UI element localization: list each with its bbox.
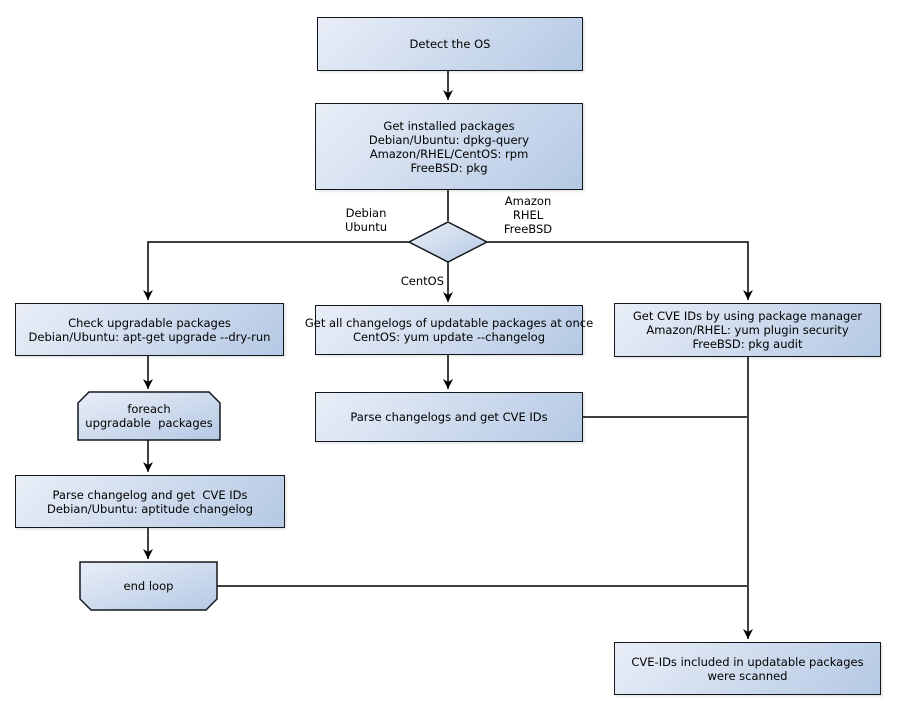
node-get-installed-packages: Get installed packages Debian/Ubuntu: dp… (315, 103, 583, 190)
edge-label-debian-ubuntu: Debian Ubuntu (344, 206, 388, 234)
node-parse-changelogs-centos: Parse changelogs and get CVE IDs (315, 392, 583, 442)
edge-label-amazon-rhel-freebsd: Amazon RHEL FreeBSD (503, 194, 553, 236)
decision-diamond-os (407, 221, 489, 263)
connector-decision-to-check-upgradable (143, 241, 409, 300)
loop-end-shape (79, 561, 218, 611)
node-get-all-changelogs-centos: Get all changelogs of updatable packages… (305, 305, 593, 355)
node-scan-result: CVE-IDs included in updatable packages w… (614, 642, 881, 695)
node-check-upgradable-packages: Check upgradable packages Debian/Ubuntu:… (15, 303, 284, 356)
node-get-cve-package-manager: Get CVE IDs by using package manager Ama… (614, 303, 881, 357)
loop-start-shape (77, 391, 221, 441)
node-detect-os: Detect the OS (317, 17, 583, 71)
node-parse-changelog-debian: Parse changelog and get CVE IDs Debian/U… (15, 475, 285, 528)
edge-label-centos: CentOS (400, 274, 444, 288)
connector-decision-to-get-cve (487, 241, 753, 300)
